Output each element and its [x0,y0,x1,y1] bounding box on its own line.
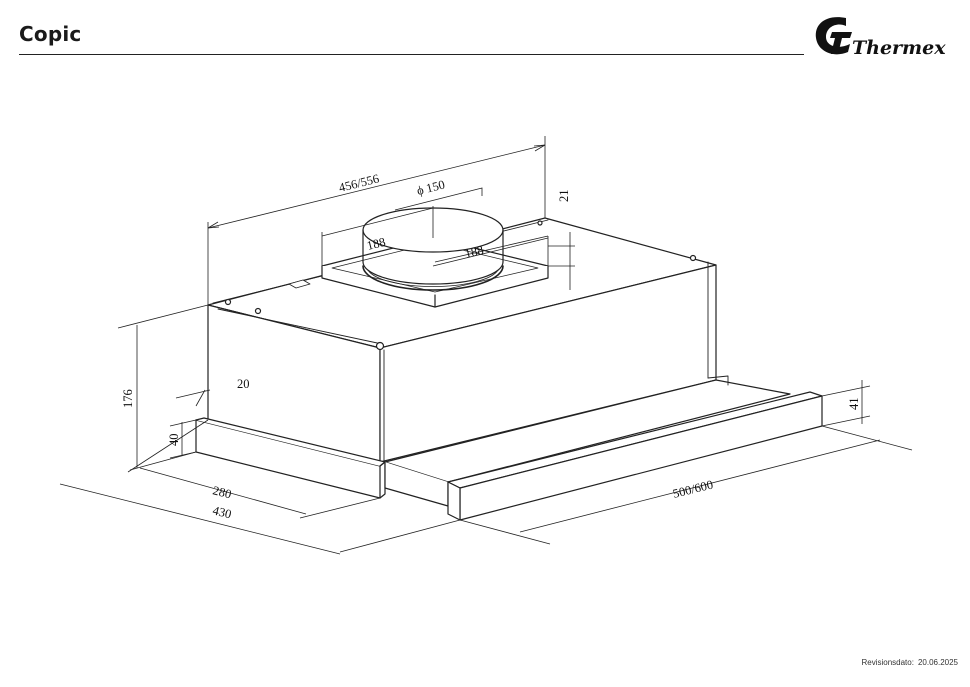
page-title: Copic [19,22,82,46]
revision-value: 20.06.2025 [917,658,958,667]
dim-wall-offset-label: 20 [237,377,250,391]
dim-depth-total-label: 430 [211,503,233,521]
logo-mark-icon: Thermex [815,17,946,59]
dim-height-label: 176 [121,389,135,408]
svg-text:Thermex: Thermex [852,37,946,59]
dim-collar-height-label: 21 [557,190,571,203]
duct-collar [362,261,504,285]
dim-slider-height-label: 41 [847,398,861,411]
dim-slider-width-label: 500/600 [671,477,714,500]
dim-front-panel-height-label: 40 [167,434,181,447]
revision-date: Revisionsdato:20.06.2025 [857,658,958,667]
revision-label: Revisionsdato: [861,658,914,667]
dim-flange-width-label: 188 [463,243,485,261]
header-divider [19,54,804,55]
dim-flange-depth-label: 188 [365,235,387,253]
dim-depth-closed-label: 280 [211,483,233,501]
dim-width-top-label: 456/556 [337,171,380,194]
dim-duct-diameter-label: ϕ 150 [415,177,446,197]
thermex-logo: Thermex [815,17,946,59]
